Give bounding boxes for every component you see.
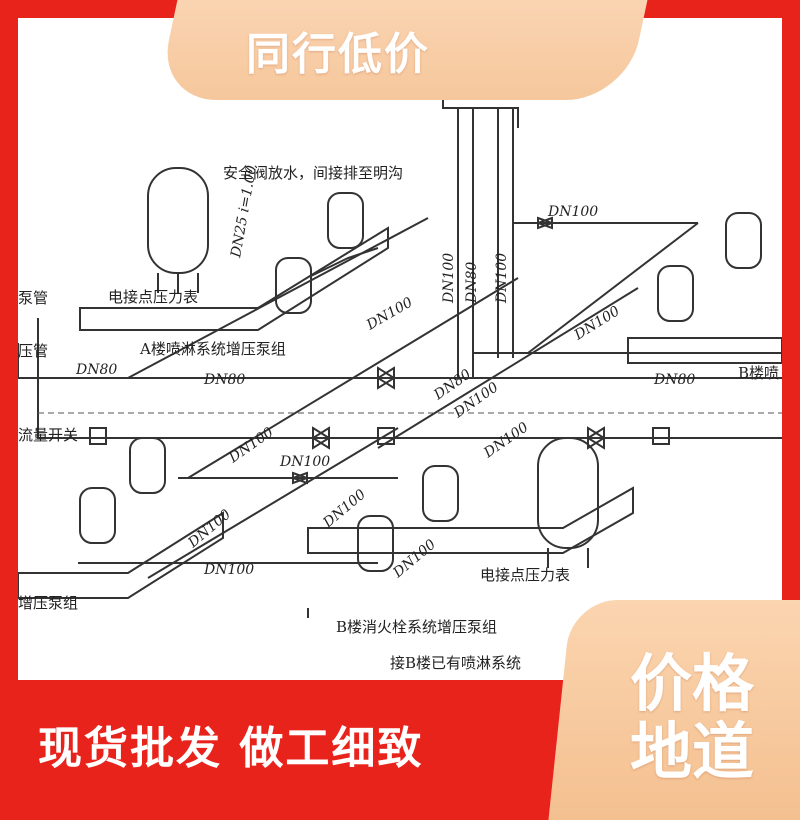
bottom-slogan: 现货批发 做工细致 — [38, 723, 424, 774]
label-dn100-long: DN100 — [225, 424, 276, 467]
note-pump-a: A楼喷淋系统增压泵组 — [139, 340, 286, 358]
label-dn100-v1: DN100 — [441, 253, 457, 304]
corner-badge-text: 价格 地道 — [612, 650, 772, 786]
pump-group-b — [357, 465, 459, 572]
piping-diagram: 安全阀放水，间接排至明沟 电接点压力表 A楼喷淋系统增压泵组 B楼消火栓系统增压… — [18, 58, 782, 672]
top-badge-text: 同行低价 — [246, 29, 430, 80]
label-dn100-bottom: DN100 — [203, 562, 254, 578]
label-dn80-left: DN80 — [75, 362, 117, 378]
pressure-tank-b — [537, 437, 599, 549]
label-dn100-left: DN100 — [185, 506, 235, 551]
platform-left — [18, 511, 224, 599]
note-pipe2: 压管 — [18, 342, 48, 360]
label-dn80-v: DN80 — [464, 262, 480, 304]
corner-line-2: 地道 — [629, 715, 754, 788]
diagram-frame: 安全阀放水，间接排至明沟 电接点压力表 A楼喷淋系统增压泵组 B楼消火栓系统增压… — [18, 18, 782, 680]
note-pump-b-right: B楼喷 — [738, 364, 779, 382]
pump-group-a — [275, 192, 379, 314]
label-dn100-v2: DN100 — [494, 253, 510, 304]
pressure-tank-a — [147, 167, 209, 274]
note-gauge-a: 电接点压力表 — [108, 288, 198, 306]
note-flow-switch: 流量开关 — [18, 426, 78, 444]
label-dn80-mid: DN80 — [203, 372, 245, 388]
label-dn80-right: DN80 — [653, 372, 695, 388]
label-dn100-diag2: DN100 — [480, 419, 531, 462]
label-dn100-b2: DN100 — [390, 536, 440, 581]
note-pump-left: 增压泵组 — [18, 594, 78, 612]
note-pipe1: 泵管 — [18, 289, 48, 307]
label-dn100-b1: DN100 — [320, 486, 370, 531]
pump-group-right — [657, 212, 762, 322]
label-dn100-h: DN100 — [279, 454, 330, 470]
platform-right — [627, 337, 782, 364]
label-dn100-top: DN100 — [547, 204, 598, 220]
note-connect-b: 接B楼已有喷淋系统 — [390, 654, 521, 672]
platform-b — [307, 486, 634, 554]
note-relief-valve: 安全阀放水，间接排至明沟 — [223, 164, 403, 182]
corner-line-1: 价格 — [629, 647, 754, 720]
label-dn100-a: DN100 — [363, 294, 415, 334]
note-pump-b: B楼消火栓系统增压泵组 — [336, 618, 497, 636]
pump-group-left — [79, 437, 166, 544]
note-gauge-b: 电接点压力表 — [480, 566, 570, 584]
